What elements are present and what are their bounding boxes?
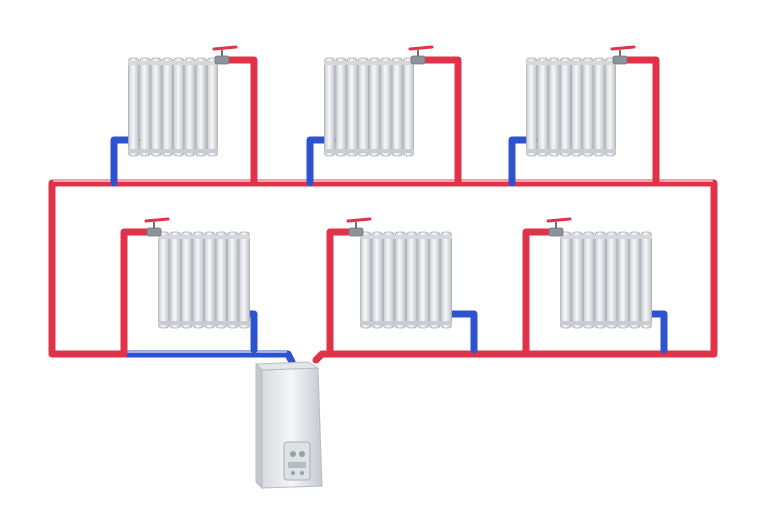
return-main-pipe <box>122 350 296 366</box>
supply-pipe <box>220 56 258 187</box>
radiator-lower-right <box>522 217 668 358</box>
valve-icon <box>408 45 434 65</box>
radiator-lower-center <box>326 217 478 358</box>
valve-icon <box>212 45 238 65</box>
radiator-icon <box>324 57 414 157</box>
radiator-upper-right <box>508 45 660 187</box>
supply-pipe <box>120 228 162 358</box>
valve-icon <box>546 217 572 237</box>
valve-icon <box>144 217 170 237</box>
return-pipe <box>442 310 478 354</box>
valve-icon <box>346 217 372 237</box>
radiator-lower-left <box>120 217 258 358</box>
radiator-icon <box>360 231 452 329</box>
radiator-upper-left <box>110 45 258 187</box>
return-pipe <box>642 310 668 354</box>
boiler-control-panel <box>283 441 311 481</box>
radiator-upper-center <box>306 45 462 187</box>
radiator-icon <box>526 57 616 157</box>
main-loop <box>48 179 718 364</box>
valve-icon <box>610 45 636 65</box>
radiator-icon <box>560 231 652 329</box>
radiator-icon <box>128 57 218 157</box>
supply-pipe <box>416 56 462 187</box>
supply-pipe <box>326 228 364 358</box>
supply-pipe <box>522 228 564 358</box>
supply-pipe <box>618 56 660 187</box>
boiler-icon <box>254 361 323 490</box>
radiator-icon <box>158 231 250 329</box>
